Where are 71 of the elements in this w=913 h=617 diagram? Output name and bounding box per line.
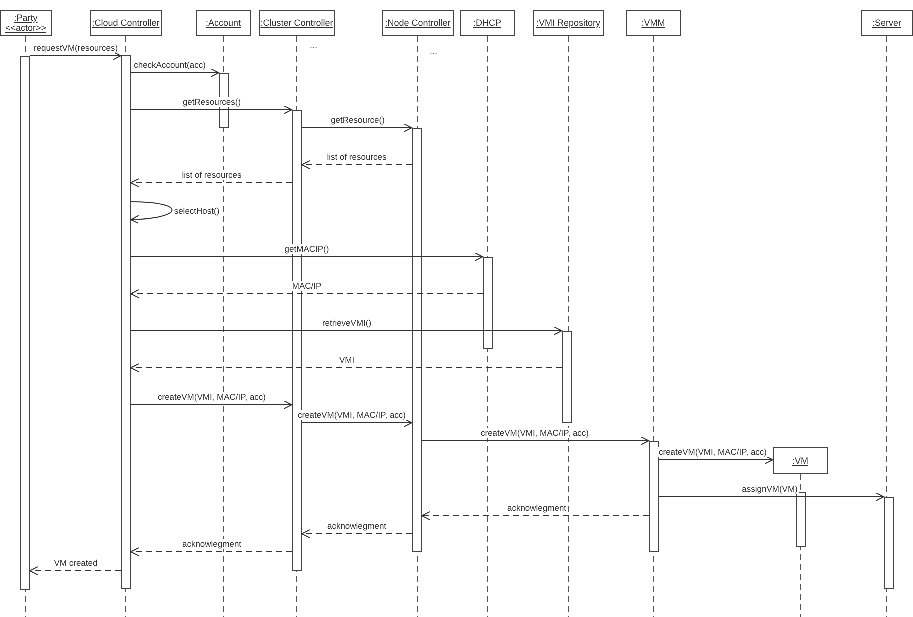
return-message-arrow	[130, 290, 484, 298]
message-label: getMACIP()	[284, 244, 330, 254]
return-message-arrow	[130, 548, 292, 556]
object-name: :Node Controller	[385, 18, 451, 28]
activation-bar	[796, 492, 806, 547]
message-arrow	[302, 124, 412, 132]
object-box	[382, 10, 454, 36]
activation-bar	[562, 331, 572, 423]
object-box	[259, 10, 335, 36]
object-name: :VMI Repository	[536, 18, 601, 28]
object-box	[460, 10, 515, 36]
message-label: list of resources	[181, 170, 243, 180]
message-label: MAC/IP	[291, 281, 323, 291]
object-box	[0, 10, 52, 36]
return-message-arrow	[130, 364, 562, 372]
return-message-arrow	[30, 566, 122, 576]
message-arrow	[130, 68, 220, 78]
message-label: retrieveVMI()	[321, 318, 373, 328]
message-arrow	[130, 326, 562, 336]
message-label: acknowlegment	[326, 521, 388, 531]
activation-bar	[20, 56, 30, 590]
return-message-arrow	[302, 160, 412, 170]
object-name: :Account	[206, 18, 242, 28]
activation-bar	[884, 497, 894, 589]
message-arrow	[130, 106, 292, 114]
message-label: createVM(VMI, MAC/IP, acc)	[297, 410, 407, 420]
message-label: acknowlegment	[506, 503, 568, 513]
message-label: acknowlegment	[181, 539, 243, 549]
message-label: createVM(VMI, MAC/IP, acc)	[658, 447, 768, 457]
message-arrow	[30, 52, 122, 60]
ellipsis-note: ...	[430, 46, 438, 56]
object-box	[861, 10, 913, 36]
object-name: :VMM	[642, 18, 666, 28]
message-label: createVM(VMI, MAC/IP, acc)	[480, 428, 590, 438]
activation-bar	[121, 55, 131, 589]
message-label: VM created	[53, 558, 99, 568]
message-label: selectHost()	[173, 206, 221, 216]
message-label: requestVM(resources)	[32, 43, 120, 53]
message-arrow	[130, 202, 173, 224]
object-box	[533, 10, 604, 36]
object-name: :VM	[792, 456, 808, 466]
return-message-arrow	[302, 530, 412, 538]
object-box	[90, 10, 162, 36]
return-message-arrow	[422, 512, 650, 520]
message-label: createVM(VMI, MAC/IP, acc)	[157, 392, 267, 402]
object-name: :DHCP	[473, 18, 502, 28]
activation-bar	[649, 441, 659, 552]
message-label: getResource()	[330, 115, 386, 125]
message-arrow	[658, 456, 774, 464]
activation-bar	[483, 257, 493, 349]
object-name: :Cluster Controller	[260, 18, 334, 28]
message-label: VMI	[338, 355, 356, 365]
object-name: <<actor>>	[5, 23, 47, 33]
message-label: list of resources	[326, 152, 388, 162]
object-box	[196, 10, 251, 36]
activation-bar	[412, 128, 422, 552]
object-name: :Party	[14, 13, 38, 23]
object-box	[626, 10, 681, 36]
return-message-arrow	[130, 178, 292, 188]
message-arrow	[130, 252, 484, 262]
message-arrow	[422, 436, 650, 446]
message-arrow	[130, 400, 292, 410]
ellipsis-note: ...	[310, 40, 318, 50]
message-label: checkAccount(acc)	[133, 60, 207, 70]
message-arrow	[302, 418, 412, 428]
message-label: assignVM(VM)	[741, 484, 799, 494]
object-name: :Server	[872, 18, 902, 28]
message-label: getResources()	[182, 97, 242, 107]
object-name: :Cloud Controller	[92, 18, 160, 28]
message-arrow	[658, 492, 884, 502]
object-box	[773, 447, 828, 474]
